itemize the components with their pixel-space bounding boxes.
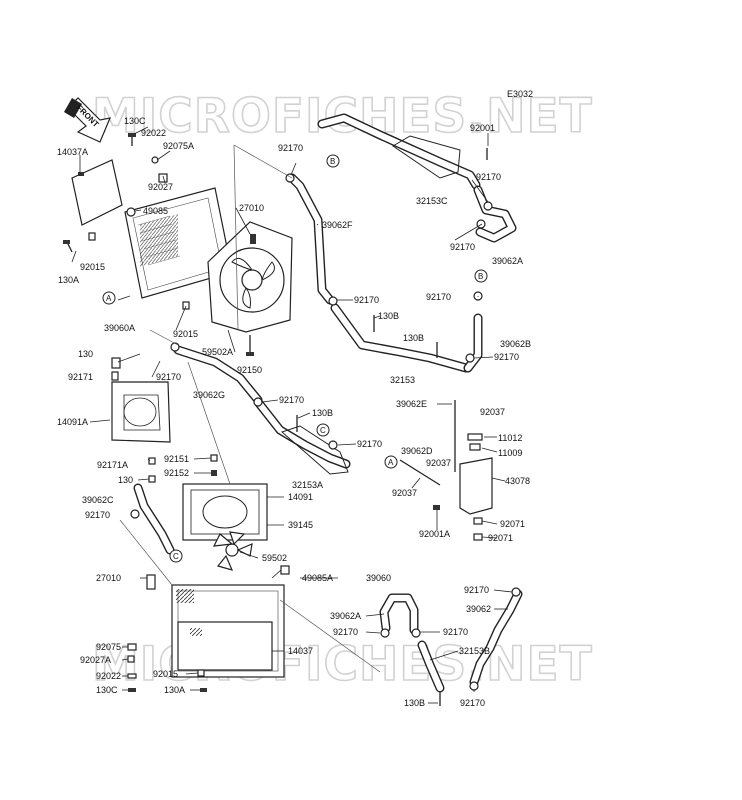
label-32153b: 32153B [459,646,490,656]
hoses-upper [170,113,517,475]
label-39060a: 39060A [104,323,135,333]
label-39060: 39060 [366,573,391,583]
front-arrow-icon: FRONT [64,97,111,143]
label-92152: 92152 [164,468,189,478]
label-92037-a: 92037 [480,407,505,417]
label-130b-d: 130B [404,698,425,708]
label-92170-g: 92170 [156,372,181,382]
label-130-b: 130 [118,475,133,485]
label-92027: 92027 [148,182,173,192]
label-92171: 92171 [68,372,93,382]
label-92171a: 92171A [97,460,128,470]
label-130c-top: 130C [124,116,146,126]
label-92170-h: 92170 [279,395,304,405]
leader-lines [71,126,513,704]
label-39062a-bot: 39062A [330,611,361,621]
label-92170-i: 92170 [357,439,382,449]
label-92170-b: 92170 [476,172,501,182]
label-92170-f: 92170 [494,352,519,362]
label-130c-bot: 130C [96,685,118,695]
ref-c-2: C [173,552,179,561]
label-92151: 92151 [164,454,189,464]
ref-c-1: C [320,426,326,435]
radiator-screen-14037a [71,159,123,226]
label-32153a: 32153A [292,480,323,490]
label-92022-bot: 92022 [96,671,121,681]
label-130: 130 [78,349,93,359]
label-92071-a: 92071 [500,519,525,529]
label-92015-left: 92015 [80,262,105,272]
label-11009: 11009 [498,448,522,458]
label-92170-n: 92170 [460,698,485,708]
reservoir-tank [399,400,493,541]
label-39062c: 39062C [82,495,114,505]
ref-a-2: A [388,458,394,467]
label-39145: 39145 [288,520,313,530]
label-92170-j: 92170 [85,510,110,520]
label-92170-k: 92170 [464,585,489,595]
label-39062g: 39062G [193,390,225,400]
diagram-code: E3032 [507,89,533,99]
label-92170-c: 92170 [450,242,475,252]
label-130b-a: 130B [378,311,399,321]
label-92170-e: 92170 [426,292,451,302]
label-39062: 39062 [466,604,491,614]
label-39062f: 39062F [322,220,353,230]
label-49085a: 49085A [302,573,333,583]
label-14037: 14037 [288,646,313,656]
upper-radiator-assembly [63,133,293,356]
ref-markers: A B B C A C [102,154,488,563]
label-27010-bot: 27010 [96,573,121,583]
label-92037-c: 92037 [392,488,417,498]
label-92075a: 92075A [163,141,194,151]
label-92170-d: 92170 [354,295,379,305]
label-92001: 92001 [470,123,495,133]
label-92015-mid: 92015 [173,329,198,339]
lower-radiator-assembly [111,357,523,706]
label-43078: 43078 [505,476,530,486]
label-14091a: 14091A [57,417,88,427]
label-49085: 49085 [143,206,168,216]
label-32153: 32153 [390,375,415,385]
label-39062d: 39062D [401,446,433,456]
label-39062e: 39062E [396,399,427,409]
label-59502a: 59502A [202,347,233,357]
label-92170-m: 92170 [443,627,468,637]
label-92015-bot: 92015 [153,669,178,679]
fan-shroud-14091 [182,483,268,541]
label-11012: 11012 [498,433,522,443]
label-92037-b: 92037 [426,458,451,468]
label-39062b: 39062B [500,339,531,349]
label-92022-top: 92022 [141,128,166,138]
label-130a-left: 130A [58,275,79,285]
label-59502: 59502 [262,553,287,563]
label-92027a: 92027A [80,655,111,665]
label-14091: 14091 [288,492,313,502]
label-92170-l: 92170 [333,627,358,637]
label-92170-a: 92170 [278,143,303,153]
fan-blade-icon [212,531,253,571]
part-labels: 130C 92022 92075A 92027 14037A 49085 270… [57,116,531,708]
ref-b-1: B [330,157,335,166]
label-39062a-top: 39062A [492,256,523,266]
label-92075: 92075 [96,642,121,652]
label-27010-top: 27010 [239,203,264,213]
label-130a-bot: 130A [164,685,185,695]
fan-shroud-upper [207,221,293,333]
label-92071-b: 92071 [488,533,513,543]
ref-a-1: A [106,294,112,303]
label-130b-b: 130B [403,333,424,343]
label-130b-c: 130B [312,408,333,418]
label-92150: 92150 [237,365,262,375]
ref-b-2: B [478,272,483,281]
label-14037a: 14037A [57,147,88,157]
label-32153c: 32153C [416,196,448,206]
fan-shroud-14091a [111,381,171,443]
label-92001a: 92001A [419,529,450,539]
